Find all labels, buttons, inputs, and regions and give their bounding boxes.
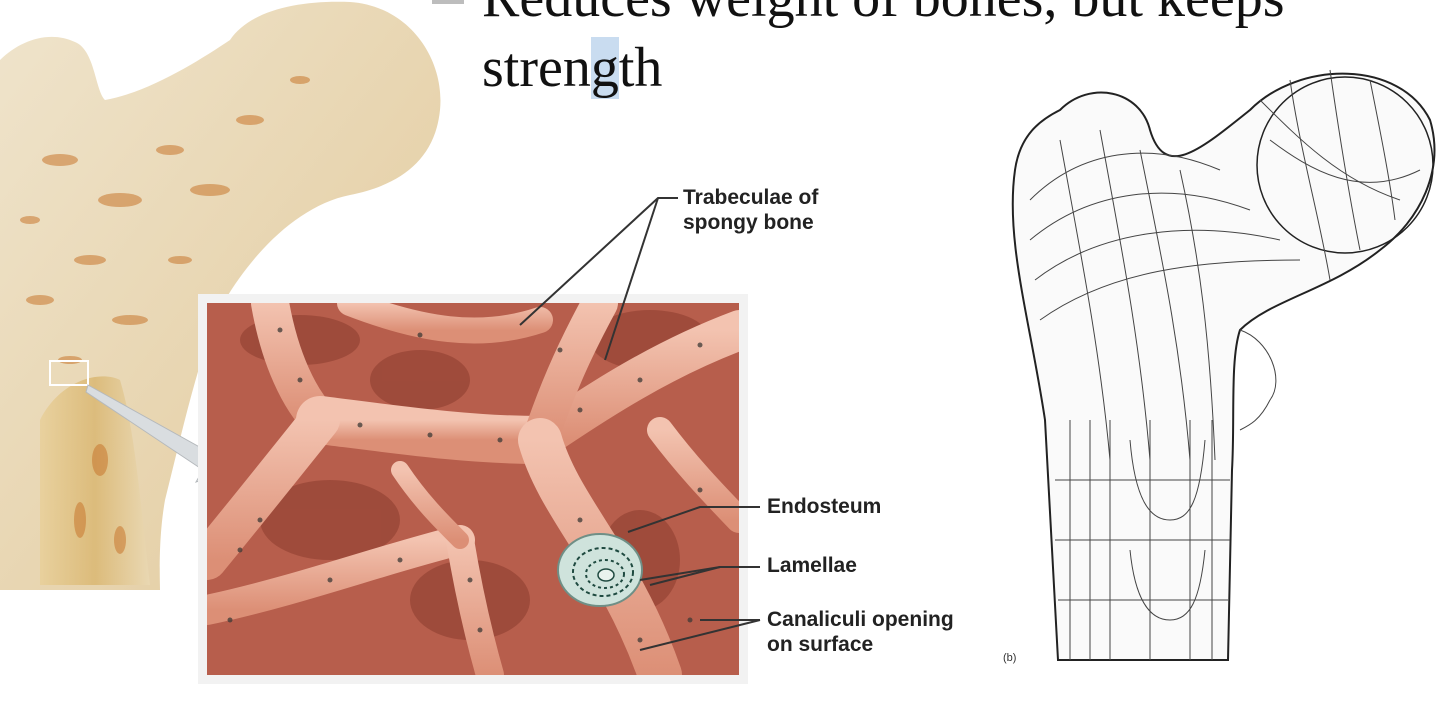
figure-letter-label: (b) bbox=[1003, 652, 1017, 664]
label-lamellae: Lamellae bbox=[767, 554, 857, 577]
label-line: on surface bbox=[767, 633, 874, 657]
text-selection-highlight: g bbox=[590, 37, 619, 99]
label-canaliculi: Canaliculi opening on surface bbox=[767, 607, 954, 657]
bullet-text-segment: stren bbox=[482, 37, 591, 99]
label-line: Trabeculae of bbox=[683, 186, 819, 209]
bullet-text-line-1: Reduces weight of bones, but keeps bbox=[482, 0, 1284, 26]
femur-trabecular-drawing bbox=[1011, 69, 1436, 661]
label-line: Canaliculi opening bbox=[767, 608, 954, 631]
leader-lines bbox=[519, 197, 761, 651]
bullet-marker bbox=[432, 0, 464, 4]
bullet-text-segment: th bbox=[618, 37, 663, 99]
label-line: spongy bone bbox=[683, 211, 814, 235]
bullet-text-line-2: strength bbox=[482, 37, 663, 99]
spongy-bone-inset bbox=[198, 294, 748, 684]
label-trabeculae: Trabeculae of spongy bone bbox=[683, 185, 818, 235]
label-endosteum: Endosteum bbox=[767, 495, 882, 518]
